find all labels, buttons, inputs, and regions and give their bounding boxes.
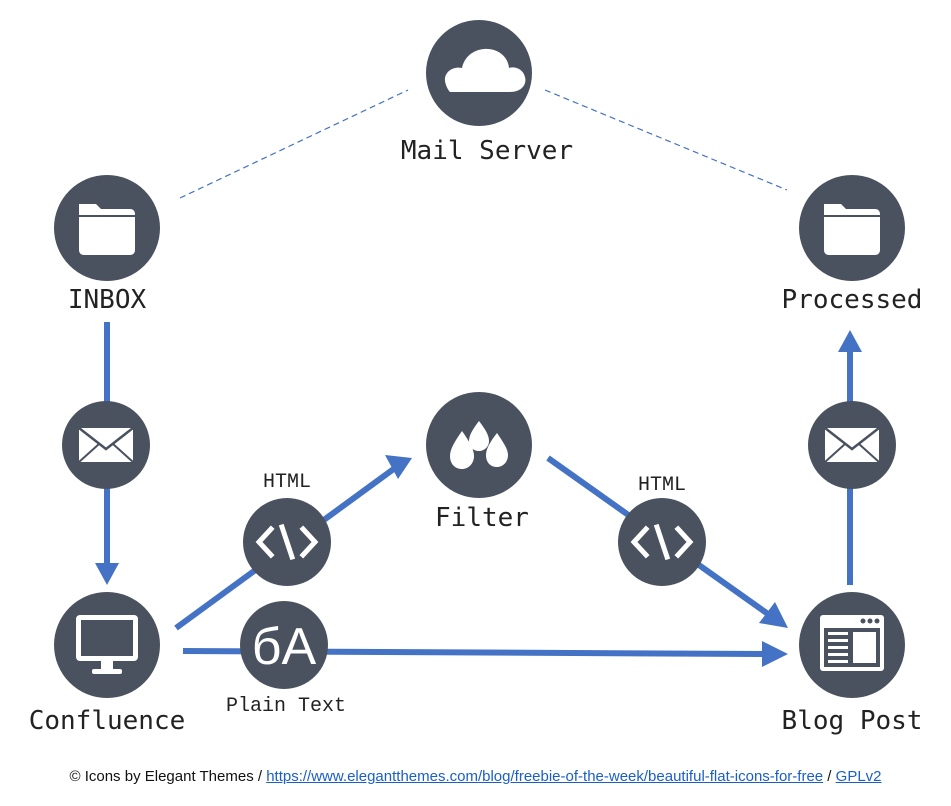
confluence-node: Confluence [29, 592, 186, 736]
mail-badge-right [808, 401, 896, 489]
code-badge-right: HTML [618, 474, 706, 586]
confluence-label: Confluence [29, 706, 186, 736]
filter-label: Filter [435, 503, 529, 533]
text-icon: бA [252, 618, 317, 676]
html-label-left: HTML [263, 471, 311, 494]
credit-separator: / [823, 768, 836, 785]
envelope-icon [78, 427, 134, 463]
drops-icon [450, 421, 508, 469]
filter-node: Filter [426, 392, 532, 533]
code-icon [255, 523, 319, 561]
code-badge-left: HTML [243, 471, 331, 586]
license-link[interactable]: GPLv2 [835, 768, 882, 785]
cloud-icon [444, 48, 526, 92]
credit-prefix: © Icons by Elegant Themes / [69, 768, 267, 785]
envelope-icon [824, 427, 880, 463]
folder-icon [824, 204, 880, 255]
mail-server-label: Mail Server [401, 136, 573, 166]
html-label-right: HTML [638, 474, 686, 497]
mail-server-node: Mail Server [401, 20, 573, 166]
arrowhead-confluence-filter [385, 455, 412, 479]
inbox-node: INBOX [54, 175, 160, 315]
blog-post-label: Blog Post [782, 706, 923, 736]
folder-icon [79, 204, 135, 255]
processed-label: Processed [782, 285, 923, 315]
processed-node: Processed [782, 175, 923, 315]
text-badge: бA Plain Text [226, 601, 346, 718]
browser-window-icon [820, 615, 884, 671]
arrowhead-confluence-blogpost [762, 641, 788, 667]
dashed-link-mailserver-processed [544, 89, 788, 191]
plain-text-label: Plain Text [226, 695, 346, 718]
dashed-link-inbox-mailserver [179, 89, 409, 199]
code-icon [630, 523, 694, 561]
mail-badge-left [62, 401, 150, 489]
arrowhead-inbox-confluence [95, 563, 119, 585]
arrowhead-blogpost-processed [838, 330, 862, 352]
monitor-icon [76, 615, 138, 674]
credit-line: © Icons by Elegant Themes / https://www.… [0, 768, 951, 785]
credit-link[interactable]: https://www.elegantthemes.com/blog/freeb… [266, 768, 824, 785]
inbox-label: INBOX [68, 285, 147, 315]
blog-post-node: Blog Post [782, 592, 923, 736]
arrowhead-filter-blogpost [759, 602, 788, 628]
